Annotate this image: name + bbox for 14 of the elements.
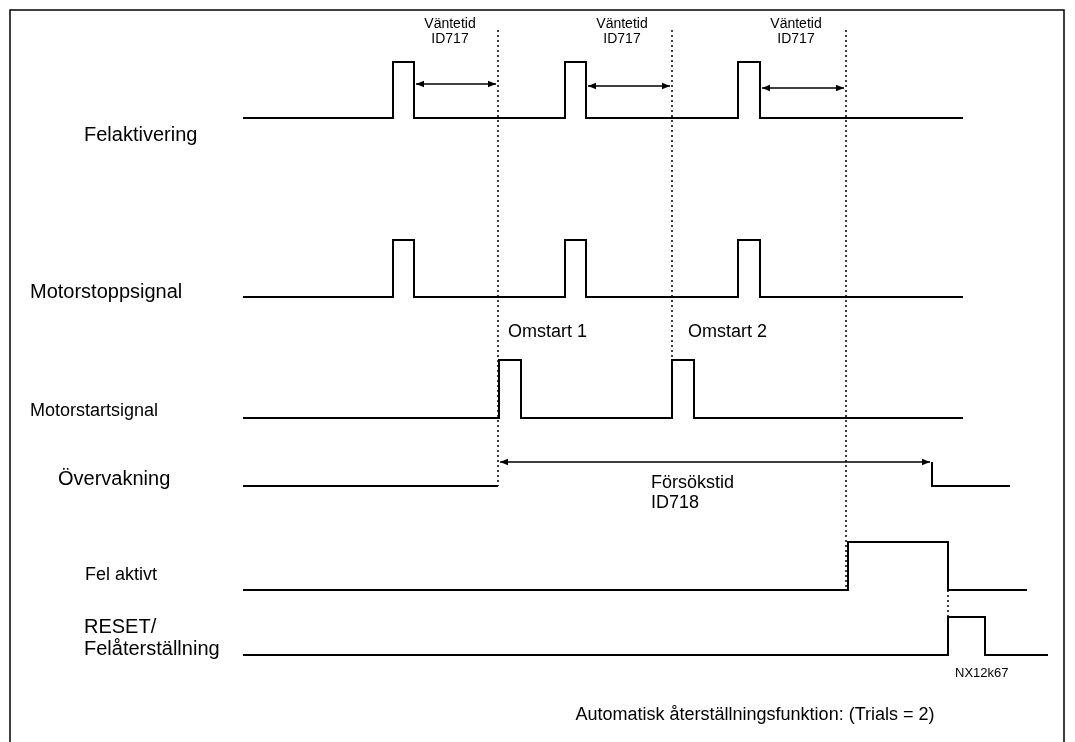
duration-label: Försökstid ID718: [651, 473, 736, 513]
duration-label: Väntetid ID717: [595, 16, 649, 47]
restart-label: Omstart 2: [688, 322, 768, 342]
restart-label: Omstart 1: [508, 322, 588, 342]
signal-label: Felaktivering: [84, 123, 199, 145]
duration-label: Väntetid ID717: [769, 16, 823, 47]
signal-label: RESET/ Felåterställning: [84, 615, 221, 659]
figure-code: NX12k67: [955, 666, 1010, 681]
caption: Automatisk återställningsfunktion: (Trials = 2): [574, 705, 936, 725]
duration-label: Väntetid ID717: [423, 16, 477, 47]
signal-label: Övervakning: [58, 467, 172, 489]
signal-label: Motorstoppsignal: [30, 280, 184, 302]
signal-label: Motorstartsignal: [30, 401, 160, 421]
signal-label: Fel aktivt: [85, 565, 159, 585]
